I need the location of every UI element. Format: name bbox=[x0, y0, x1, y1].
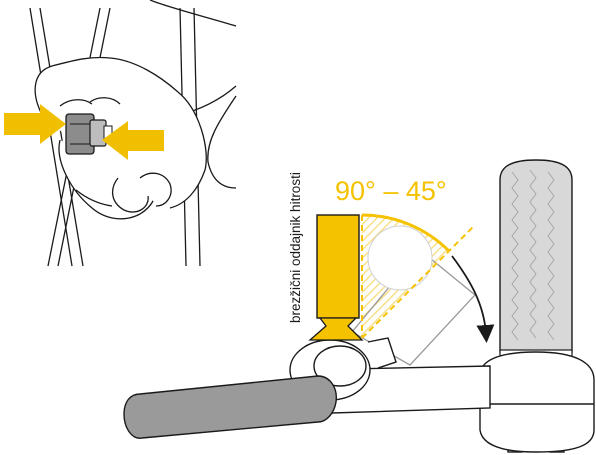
sensor-label: brezžični oddajnik hitrosti bbox=[288, 172, 303, 323]
speed-sensor bbox=[308, 214, 364, 341]
main-illustration bbox=[123, 159, 595, 453]
sensor-clip bbox=[65, 113, 113, 155]
tire bbox=[499, 159, 573, 359]
handlebar-grip bbox=[123, 375, 337, 439]
hand bbox=[34, 0, 237, 220]
stem-clamp bbox=[479, 351, 595, 453]
inset-hand-illustration bbox=[4, 0, 237, 267]
angle-arc bbox=[361, 213, 451, 253]
arrow-left-icon bbox=[102, 121, 164, 160]
curved-arrow-icon bbox=[451, 255, 495, 343]
angle-range-label: 90° – 45° bbox=[335, 176, 447, 206]
arrow-right-icon bbox=[4, 104, 66, 144]
angle-45-line bbox=[361, 225, 475, 339]
